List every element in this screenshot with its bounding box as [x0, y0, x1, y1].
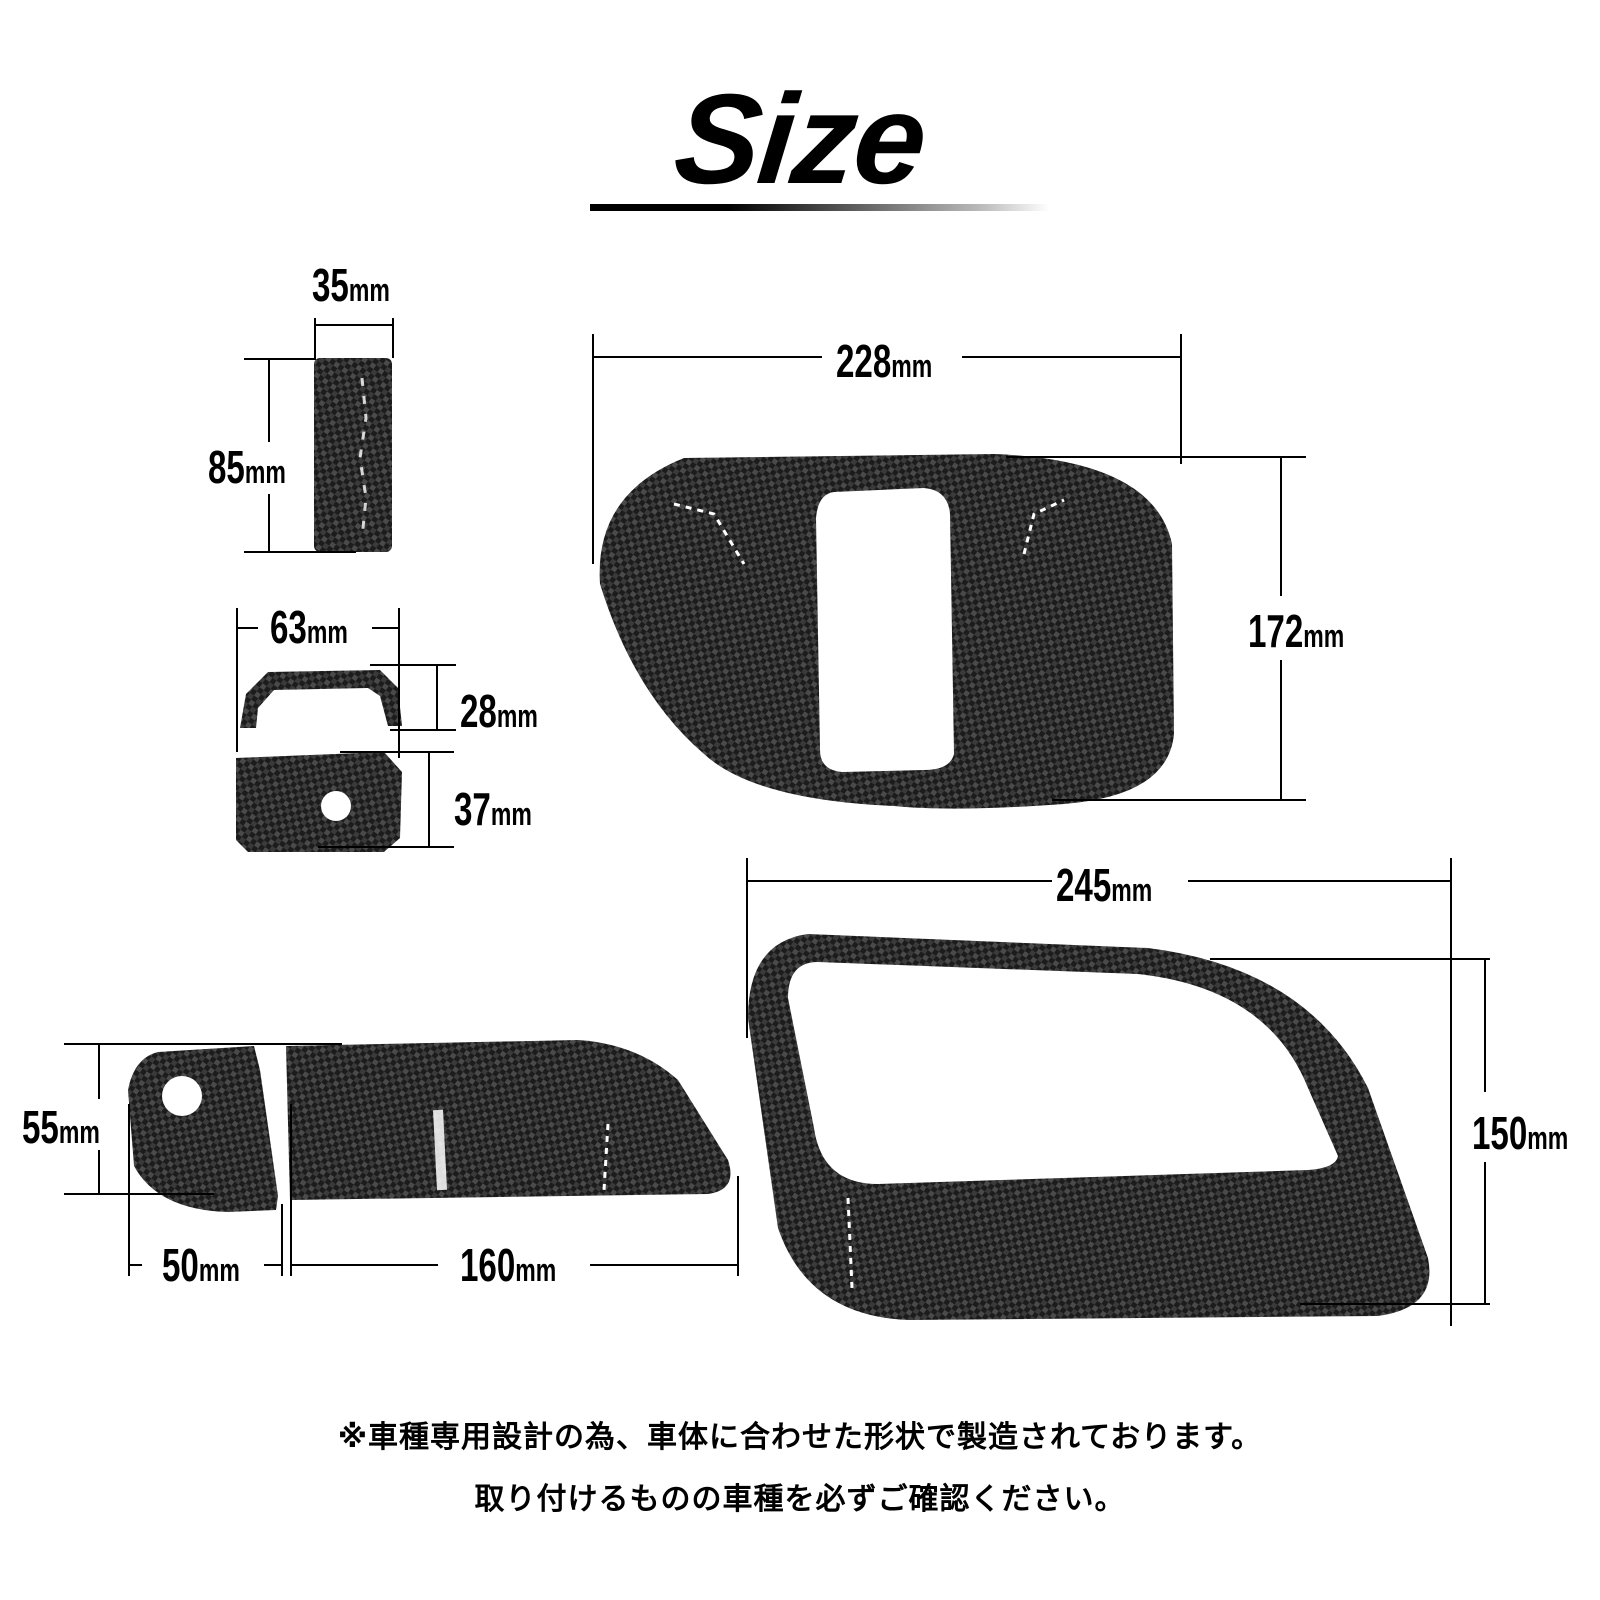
- dim-line: [64, 1043, 342, 1045]
- dim-line: [264, 1264, 282, 1266]
- dim-line: [236, 627, 258, 629]
- dim-line: [737, 1176, 739, 1276]
- note-line-1: ※車種専用設計の為、車体に合わせた形状で製造されております。: [337, 1420, 1263, 1455]
- dim-label-160: 160mm: [460, 1239, 557, 1291]
- dim-line: [98, 1150, 100, 1194]
- dim-line: [1484, 958, 1486, 1092]
- lock-cap-upper-image: [240, 670, 402, 728]
- dim-line: [592, 334, 594, 564]
- dim-line: [128, 1264, 142, 1266]
- dim-line: [1210, 958, 1490, 960]
- dim-line: [1450, 858, 1452, 1326]
- dim-label-28: 28mm: [460, 685, 538, 737]
- dim-line: [314, 318, 316, 358]
- dim-line: [281, 1204, 283, 1276]
- small-insert-image: [314, 358, 392, 552]
- dim-label-37: 37mm: [454, 783, 532, 835]
- dim-label-245: 245mm: [1056, 859, 1153, 911]
- dim-line: [1300, 1303, 1490, 1305]
- dim-line: [268, 358, 270, 442]
- dim-line: [290, 1264, 438, 1266]
- dim-line: [428, 751, 430, 847]
- dim-line: [1052, 799, 1306, 801]
- dim-line: [244, 358, 316, 360]
- dim-line: [98, 1043, 100, 1099]
- dim-line: [392, 318, 394, 358]
- dim-label-63: 63mm: [270, 601, 348, 653]
- dim-label-228: 228mm: [836, 335, 933, 387]
- title-underline: [590, 204, 1050, 211]
- dim-line: [268, 494, 270, 552]
- dim-line: [340, 751, 454, 753]
- dim-label-150: 150mm: [1472, 1107, 1569, 1159]
- dim-line: [244, 551, 356, 553]
- dim-line: [64, 1193, 214, 1195]
- dim-line: [746, 858, 748, 1038]
- dim-line: [314, 324, 394, 326]
- handle-main-part-image: [286, 1040, 731, 1200]
- dim-line: [590, 1264, 738, 1266]
- dim-line: [398, 608, 400, 758]
- dim-line: [436, 664, 438, 730]
- dim-label-35: 35mm: [312, 259, 390, 311]
- dim-line: [372, 627, 400, 629]
- rear-bowl-image: [599, 454, 1174, 809]
- dim-line: [1484, 1162, 1486, 1304]
- dim-line: [1280, 660, 1282, 800]
- handle-key-part-image: [128, 1046, 278, 1212]
- note-line-2: 取り付けるものの車種を必ずご確認ください。: [474, 1482, 1126, 1517]
- dim-label-172: 172mm: [1248, 605, 1345, 657]
- dim-line: [390, 729, 456, 731]
- dim-line: [128, 1104, 130, 1276]
- dim-line: [236, 608, 238, 752]
- dim-line: [1188, 880, 1450, 882]
- lock-cap-lower-image: [236, 752, 402, 852]
- dim-label-50: 50mm: [162, 1239, 240, 1291]
- dim-line: [370, 664, 456, 666]
- dim-line: [594, 356, 822, 358]
- front-bowl-image: [748, 934, 1430, 1320]
- dim-line: [1180, 334, 1182, 464]
- dim-line: [748, 880, 1052, 882]
- dim-line: [962, 356, 1180, 358]
- page-title: Size: [668, 68, 932, 211]
- dim-line: [290, 1104, 292, 1276]
- dim-label-85: 85mm: [208, 441, 286, 493]
- dim-line: [1280, 456, 1282, 596]
- dim-line: [318, 846, 454, 848]
- dim-line: [1006, 456, 1306, 458]
- dim-label-55: 55mm: [22, 1101, 100, 1153]
